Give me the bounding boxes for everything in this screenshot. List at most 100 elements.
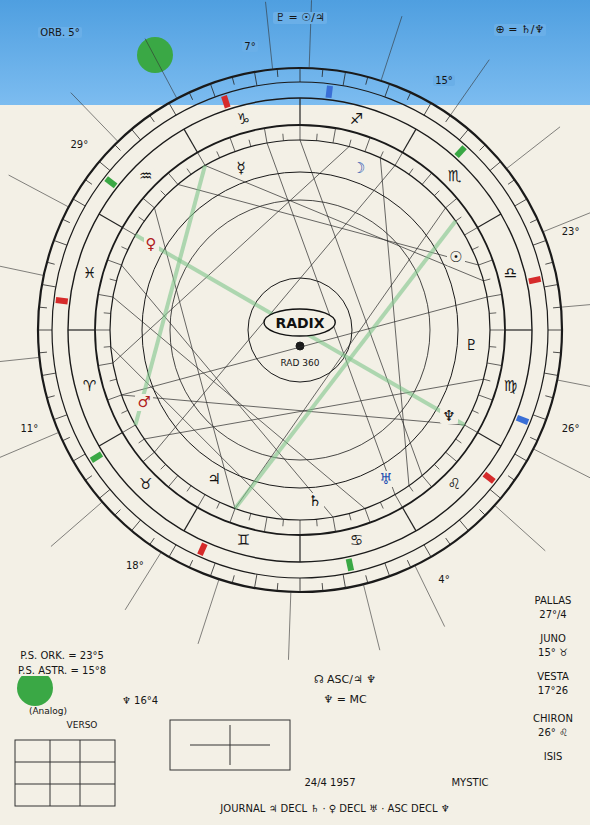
tick-mark xyxy=(210,563,215,576)
tick-mark xyxy=(490,489,501,498)
tick-mark xyxy=(121,247,127,250)
zodiac-sign: ♌ xyxy=(445,476,462,493)
planet-symbol: ☉ xyxy=(447,249,464,266)
tick-mark xyxy=(139,217,145,221)
tick-mark xyxy=(365,137,370,151)
tick-mark xyxy=(104,312,111,314)
tick-mark xyxy=(395,495,403,508)
chart-note: 18° xyxy=(124,560,146,571)
tick-mark xyxy=(407,93,410,100)
zodiac-sign: ♑ xyxy=(235,111,252,128)
sign-divider xyxy=(403,129,417,152)
tick-mark xyxy=(515,199,527,206)
tick-mark xyxy=(515,454,527,461)
tick-mark xyxy=(409,486,413,492)
tick-mark xyxy=(187,486,191,492)
tick-mark xyxy=(39,307,47,309)
tick-mark xyxy=(98,294,113,297)
tick-mark xyxy=(132,129,141,140)
tick-mark xyxy=(349,514,351,521)
zodiac-sign: ♍ xyxy=(502,378,519,395)
aspect-ray xyxy=(506,127,560,169)
tick-mark xyxy=(424,545,431,557)
chart-note: 15° xyxy=(433,75,455,86)
tick-mark xyxy=(169,545,176,557)
tick-mark xyxy=(85,476,92,481)
aspect-ray xyxy=(450,60,489,116)
tick-mark xyxy=(479,395,493,400)
tick-mark xyxy=(545,396,553,398)
tick-mark xyxy=(143,198,154,208)
tick-mark xyxy=(122,228,135,236)
color-flag xyxy=(90,451,103,462)
zodiac-sign: ♊ xyxy=(235,532,252,549)
chart-note: P.S. ORK. = 23°5 xyxy=(18,650,106,661)
sign-divider xyxy=(299,98,300,125)
tick-mark xyxy=(198,152,206,165)
aspect-ray xyxy=(561,301,590,307)
tick-mark xyxy=(63,437,70,440)
tick-mark xyxy=(189,560,192,567)
color-flag xyxy=(221,95,230,108)
zodiac-sign: ♋ xyxy=(348,532,365,549)
tick-mark xyxy=(446,452,457,462)
tick-mark xyxy=(553,352,561,354)
chart-note: MYSTIC xyxy=(449,777,490,788)
tick-mark xyxy=(107,395,121,400)
tick-mark xyxy=(99,162,110,171)
tick-mark xyxy=(115,510,121,516)
tick-mark xyxy=(122,425,135,433)
tick-mark xyxy=(366,575,368,583)
circle-outline-shape xyxy=(264,309,335,336)
tick-mark xyxy=(300,125,301,140)
planet-symbol: ♇ xyxy=(463,337,480,354)
sign-divider xyxy=(299,535,300,562)
tick-mark xyxy=(230,137,235,151)
chart-note: 17°26 xyxy=(536,685,570,696)
center-circle: RADIX xyxy=(263,308,336,337)
tick-mark xyxy=(424,103,431,115)
tick-mark xyxy=(98,363,113,366)
aspect-ray xyxy=(381,16,402,81)
aspect-ray xyxy=(145,39,177,99)
chart-note: ☊ ASC/♃ ♆ xyxy=(312,674,378,686)
tick-mark xyxy=(343,574,345,588)
tick-mark xyxy=(530,437,537,440)
chart-note: PALLAS xyxy=(533,595,574,606)
tick-mark xyxy=(189,93,192,100)
tick-mark xyxy=(249,140,251,147)
planet-symbol: ♀ xyxy=(144,236,159,253)
sign-divider xyxy=(99,433,122,447)
chart-rings xyxy=(38,68,562,592)
aspect-ray xyxy=(495,505,546,551)
tick-mark xyxy=(73,199,85,206)
zodiac-sign: ♓ xyxy=(81,265,98,282)
chart-note: ♆ = MC xyxy=(321,694,368,706)
tick-mark xyxy=(480,510,486,516)
tick-mark xyxy=(150,538,155,545)
chart-note: 11° xyxy=(19,423,41,434)
tick-mark xyxy=(38,330,52,331)
tick-mark xyxy=(407,560,410,567)
color-flag xyxy=(197,543,207,556)
tick-mark xyxy=(42,285,56,287)
center-title: RADIX xyxy=(275,315,324,331)
color-flag xyxy=(104,176,117,188)
tick-mark xyxy=(366,77,368,85)
tick-mark xyxy=(168,476,178,487)
aspect-ray xyxy=(309,0,311,68)
tick-mark xyxy=(490,330,505,331)
tick-mark xyxy=(409,169,413,175)
tick-mark xyxy=(198,495,206,508)
chart-note: (Analog) xyxy=(27,707,69,717)
chart-note: 26° xyxy=(560,423,582,434)
chart-note: 29° xyxy=(69,139,91,150)
tick-mark xyxy=(548,330,562,331)
tick-mark xyxy=(54,240,67,245)
chart-note: ♆ 16°4 xyxy=(120,695,160,706)
color-flag xyxy=(454,145,466,158)
tick-mark xyxy=(217,151,220,157)
tick-mark xyxy=(544,373,558,375)
